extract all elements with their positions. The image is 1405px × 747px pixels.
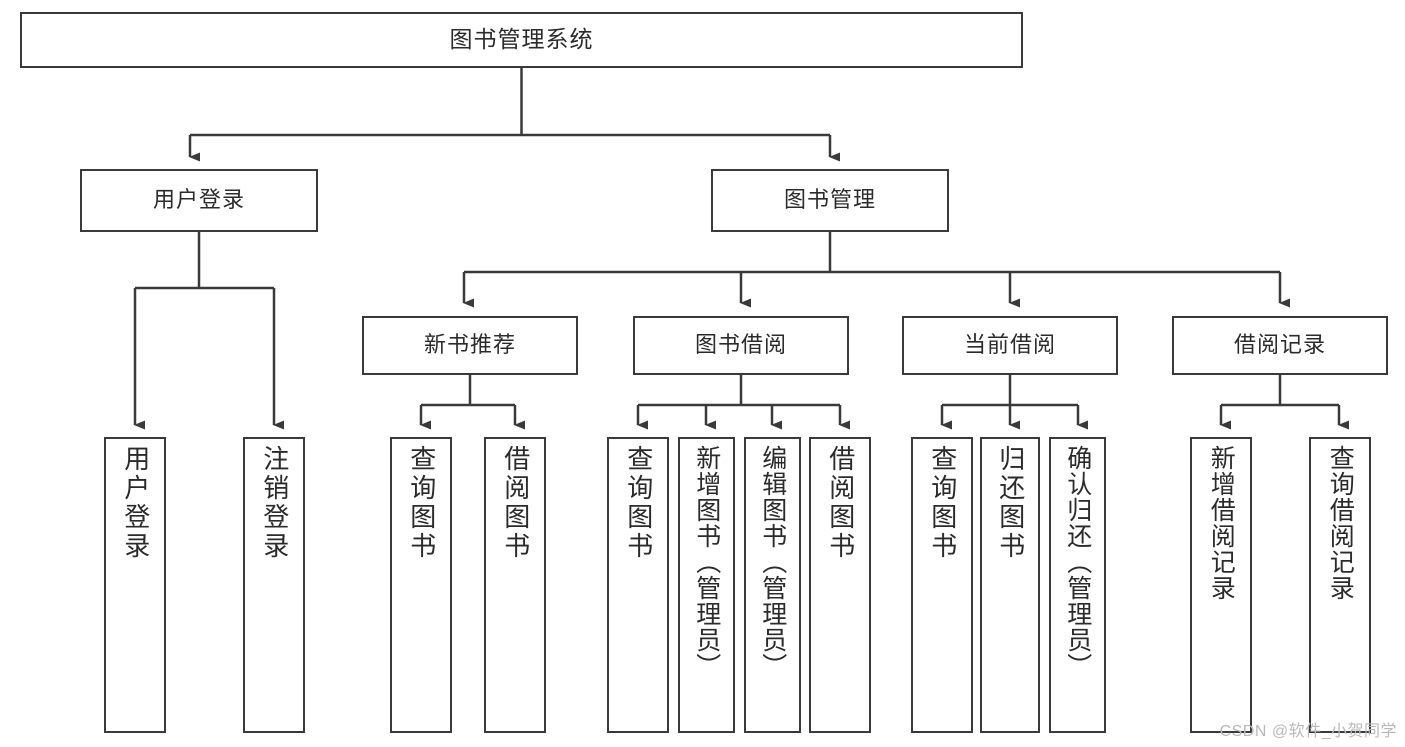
leaf-borrow-edit-book-admin[interactable]: 编辑图书（管理员） [744, 437, 801, 733]
node-label: 确认归还（管理员） [1063, 445, 1092, 679]
leaf-user-login[interactable]: 用户登录 [104, 437, 166, 733]
node-label: 查询图书 [623, 445, 654, 561]
node-label: 新增图书（管理员） [692, 445, 721, 679]
node-label: 查询图书 [927, 445, 958, 561]
node-label: 图书管理 [783, 187, 876, 213]
leaf-current-query-book[interactable]: 查询图书 [911, 437, 973, 733]
node-label: 借阅图书 [825, 445, 856, 561]
leaf-borrow-add-book-admin[interactable]: 新增图书（管理员） [678, 437, 735, 733]
node-label: 当前借阅 [963, 332, 1056, 358]
leaf-recommend-borrow-book[interactable]: 借阅图书 [484, 437, 546, 733]
node-label: 编辑图书（管理员） [758, 445, 787, 679]
leaf-user-logout[interactable]: 注销登录 [243, 437, 305, 733]
leaf-current-return-book[interactable]: 归还图书 [980, 437, 1040, 733]
leaf-current-confirm-return-admin[interactable]: 确认归还（管理员） [1049, 437, 1106, 733]
leaf-record-add-borrow-record[interactable]: 新增借阅记录 [1190, 437, 1252, 733]
watermark-text: CSDN @软件_小贺同学 [1219, 723, 1397, 740]
leaf-recommend-query-book[interactable]: 查询图书 [390, 437, 452, 733]
leaf-borrow-book[interactable]: 借阅图书 [809, 437, 871, 733]
node-root[interactable]: 图书管理系统 [20, 12, 1023, 68]
node-label: 用户登录 [120, 445, 151, 561]
node-borrow-record[interactable]: 借阅记录 [1172, 316, 1388, 375]
node-user-login[interactable]: 用户登录 [80, 169, 318, 232]
node-label: 查询图书 [406, 445, 437, 561]
node-label: 归还图书 [995, 445, 1026, 561]
node-label: 新书推荐 [423, 332, 516, 358]
leaf-record-query-borrow-record[interactable]: 查询借阅记录 [1309, 437, 1371, 733]
node-label: 新增借阅记录 [1207, 445, 1236, 601]
node-book-manage[interactable]: 图书管理 [711, 169, 949, 232]
node-label: 图书管理系统 [449, 26, 594, 53]
node-new-book-recommend[interactable]: 新书推荐 [362, 316, 578, 375]
node-label: 注销登录 [259, 445, 290, 561]
node-label: 用户登录 [152, 187, 245, 213]
node-label: 借阅记录 [1233, 332, 1326, 358]
node-current-borrow[interactable]: 当前借阅 [902, 316, 1118, 375]
node-label: 借阅图书 [500, 445, 531, 561]
node-label: 查询借阅记录 [1326, 445, 1355, 601]
node-book-borrow[interactable]: 图书借阅 [633, 316, 849, 375]
leaf-borrow-query-book[interactable]: 查询图书 [607, 437, 669, 733]
node-label: 图书借阅 [694, 332, 787, 358]
